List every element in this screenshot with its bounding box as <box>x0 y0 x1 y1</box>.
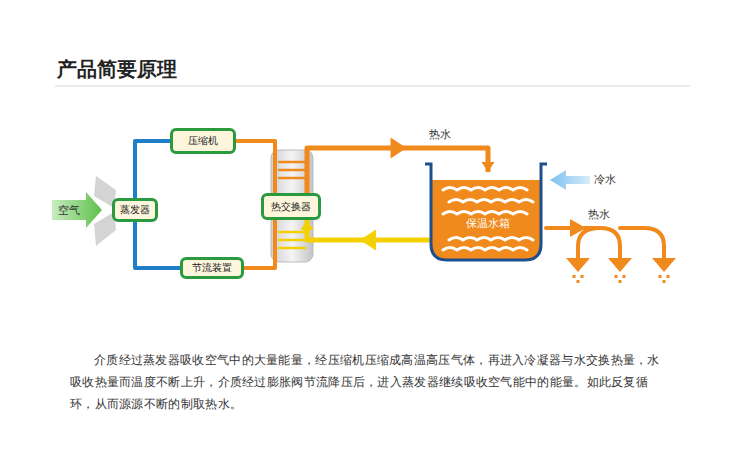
caption: 介质经过蒸发器吸收空气中的大量能量，经压缩机压缩成高温高压气体，再进入冷凝器与水… <box>70 349 662 415</box>
tank-outline <box>425 164 547 260</box>
flow-label: 热水 <box>588 207 610 222</box>
drop <box>615 275 618 278</box>
arrowhead <box>482 162 495 172</box>
process-box: 压缩机 <box>170 128 236 154</box>
tank-shape <box>425 158 547 264</box>
wave <box>449 238 533 241</box>
tank-water <box>431 180 541 260</box>
air-arrow <box>52 192 102 228</box>
drop <box>573 275 576 278</box>
arrowhead <box>301 220 314 230</box>
wave <box>443 248 527 251</box>
process-box: 节流装置 <box>180 257 244 279</box>
node-text: 保温水箱 <box>464 216 512 231</box>
node-text: 蒸发器 <box>120 203 150 217</box>
title: 产品简要原理 <box>57 56 177 83</box>
cold-water-arrow <box>550 170 590 190</box>
pipe <box>236 141 275 193</box>
drop <box>623 275 626 278</box>
drop <box>619 280 622 283</box>
title-rule <box>55 86 690 87</box>
connector <box>301 220 432 250</box>
connector <box>236 141 275 193</box>
wave <box>443 212 527 215</box>
water-drops <box>573 275 670 283</box>
process-box: 蒸发器 <box>112 198 158 222</box>
node-text: 热交换器 <box>271 200 311 214</box>
pipe <box>135 222 180 268</box>
pipe <box>135 141 170 198</box>
flow-label: 空气 <box>58 203 80 218</box>
connector <box>135 222 180 268</box>
shower-pipes <box>546 228 664 258</box>
drop <box>667 275 670 278</box>
flow-label: 热水 <box>429 127 451 142</box>
flow-label: 冷水 <box>594 172 616 187</box>
node-text: 压缩机 <box>188 134 218 148</box>
drop <box>581 275 584 278</box>
tank-waves <box>443 188 533 251</box>
water-tank: 保温水箱 <box>425 158 547 264</box>
wave <box>449 200 533 203</box>
flow-arrowhead <box>360 230 376 251</box>
drop <box>577 280 580 283</box>
drop <box>659 275 662 278</box>
node-text: 节流装置 <box>192 261 232 275</box>
wave <box>443 188 527 191</box>
connector <box>244 220 275 268</box>
connector <box>135 141 170 198</box>
flow-arrowhead <box>391 138 407 159</box>
shower-heads <box>566 258 676 272</box>
pipe <box>244 220 275 268</box>
hot-out-arrow <box>570 219 586 237</box>
process-box: 热交换器 <box>261 193 321 220</box>
drop <box>663 280 666 283</box>
